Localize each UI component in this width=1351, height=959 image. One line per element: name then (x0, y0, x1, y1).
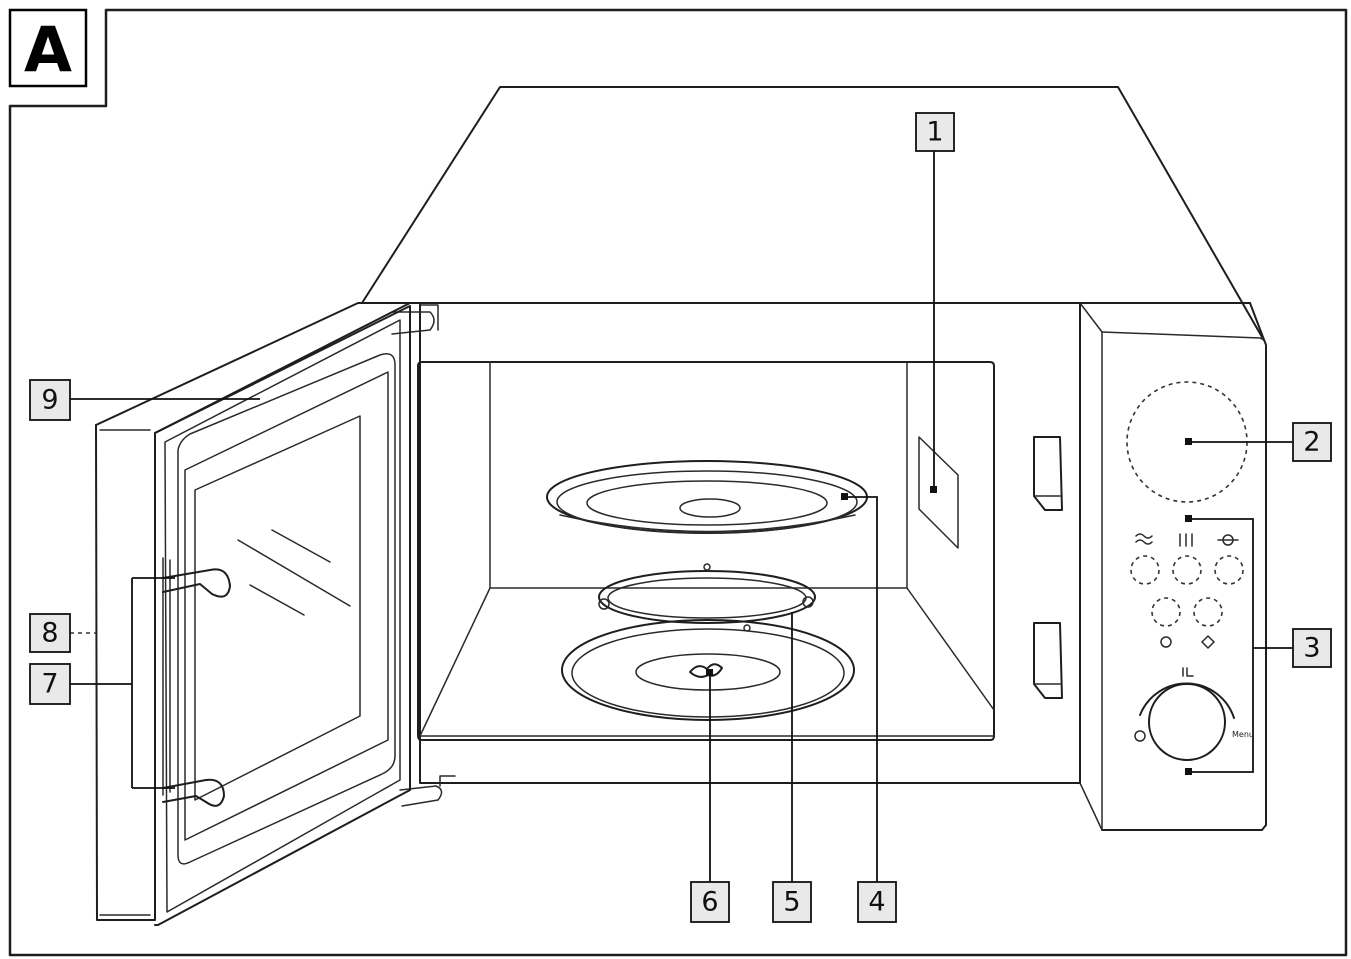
callout-8: 8 (29, 613, 71, 653)
roller-ring (598, 563, 816, 632)
glass-turntable (546, 460, 868, 534)
outer-frame (8, 8, 1348, 957)
callout-2: 2 (1292, 422, 1332, 462)
callout-9: 9 (29, 379, 71, 421)
callout-2-label: 2 (1303, 427, 1320, 458)
cabinet (361, 86, 1263, 784)
callout-1-label: 1 (926, 117, 943, 148)
door-latches (162, 557, 231, 807)
callout-1: 1 (915, 112, 955, 152)
turntable-base (561, 619, 855, 721)
door-hinges (391, 304, 456, 807)
callout-6: 6 (690, 881, 730, 923)
callout-3: 3 (1292, 628, 1332, 668)
callout-8-label: 8 (41, 618, 58, 649)
leader-lines (70, 150, 1293, 882)
callout-5: 5 (772, 881, 812, 923)
door-latch-slots (1033, 436, 1063, 699)
dial-menu-label: Menu (1232, 730, 1254, 739)
waveguide-cover (918, 436, 959, 549)
callout-3-label: 3 (1303, 633, 1320, 664)
callout-4-label: 4 (868, 887, 885, 918)
function-icons (1135, 533, 1239, 547)
callout-9-label: 9 (41, 385, 58, 416)
button-icons (1160, 635, 1215, 649)
door (95, 302, 411, 926)
callout-4: 4 (857, 881, 897, 923)
panel-letter: A (24, 14, 72, 87)
control-dial: Menu (1134, 667, 1254, 761)
callout-7: 7 (29, 663, 71, 705)
callout-7-label: 7 (41, 669, 58, 700)
callout-6-label: 6 (701, 887, 718, 918)
control-panel: Menu (1079, 302, 1267, 831)
callout-5-label: 5 (783, 887, 800, 918)
control-buttons (1130, 555, 1244, 627)
oven-cavity (417, 361, 995, 741)
panel-letter-box (8, 8, 88, 88)
